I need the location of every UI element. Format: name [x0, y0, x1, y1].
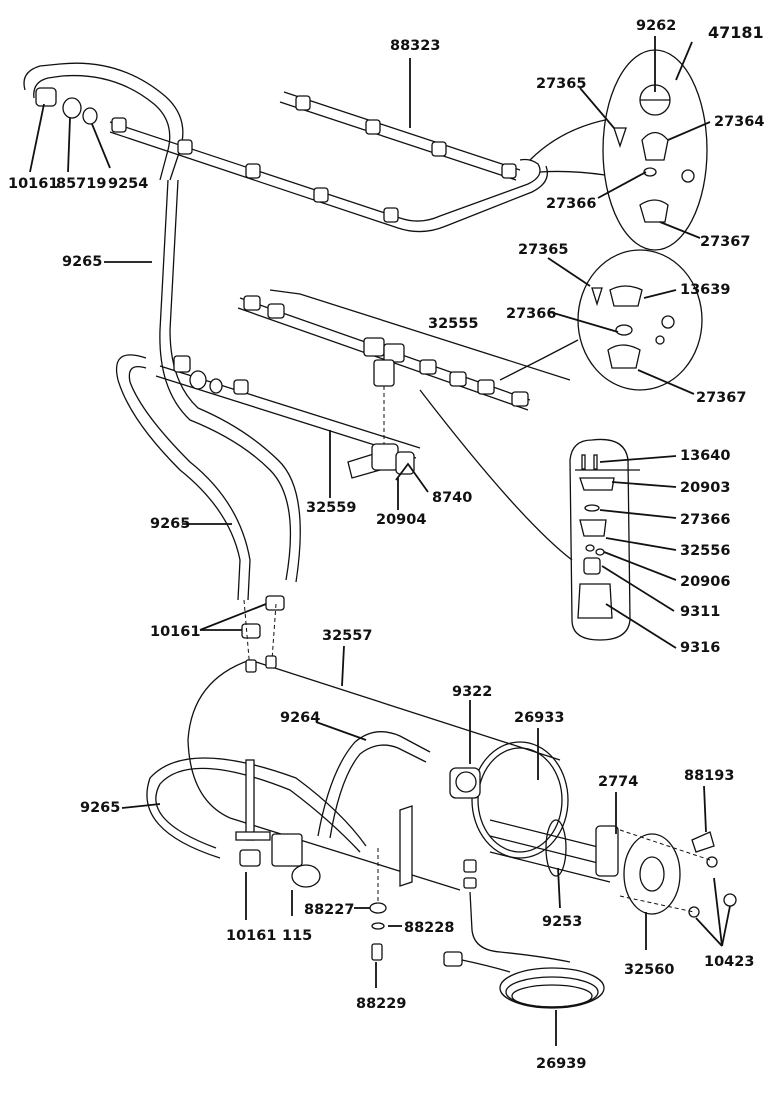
detail-balloon-top	[529, 49, 708, 251]
callout-88229: 88229	[356, 996, 406, 1012]
callout-27366-middle: 27366	[506, 306, 556, 322]
callout-27365-top: 27365	[536, 76, 586, 92]
callout-10161-middle: 10161	[150, 624, 200, 640]
callout-32555: 32555	[428, 316, 478, 332]
leader-lines	[29, 36, 731, 1046]
callout-27366-top: 27366	[546, 196, 596, 212]
callout-9322: 9322	[452, 684, 492, 700]
hoses	[116, 179, 421, 671]
callout-10161-lower: 10161	[226, 928, 276, 944]
callout-27364: 27364	[714, 114, 764, 130]
callout-27367-top: 27367	[700, 234, 750, 250]
callout-32557: 32557	[322, 628, 372, 644]
callout-9264: 9264	[280, 710, 320, 726]
callout-13640: 13640	[680, 448, 730, 464]
callout-9265-middle: 9265	[150, 516, 190, 532]
tank-heater-assembly	[146, 655, 737, 1009]
callout-88323: 88323	[390, 38, 440, 54]
callout-26939: 26939	[536, 1056, 586, 1072]
callout-20906: 20906	[680, 574, 730, 590]
callout-47181: 47181	[708, 23, 764, 42]
top-spray-bar	[23, 62, 549, 233]
callout-20903: 20903	[680, 480, 730, 496]
callout-32556: 32556	[680, 543, 730, 559]
callout-27365-middle: 27365	[518, 242, 568, 258]
callout-27367-middle: 27367	[696, 390, 746, 406]
callout-10423: 10423	[704, 954, 754, 970]
callout-2774: 2774	[598, 774, 638, 790]
callout-labels: 88323 9262 47181 27365 27364 10161 85719…	[8, 18, 764, 1072]
callout-32559: 32559	[306, 500, 356, 516]
callout-8740: 8740	[432, 490, 472, 506]
callout-9311: 9311	[680, 604, 720, 620]
callout-9316: 9316	[680, 640, 720, 656]
callout-32560: 32560	[624, 962, 674, 978]
callout-9265-lower: 9265	[80, 800, 120, 816]
callout-88193: 88193	[684, 768, 734, 784]
detail-balloon-middle	[499, 249, 703, 391]
middle-spray-bar	[237, 289, 571, 445]
callout-13639: 13639	[680, 282, 730, 298]
callout-88228: 88228	[404, 920, 454, 936]
callout-88227: 88227	[304, 902, 354, 918]
callout-27366-nozzle: 27366	[680, 512, 730, 528]
callout-9262: 9262	[636, 18, 676, 34]
callout-85719: 85719	[56, 176, 106, 192]
callout-10161-top: 10161	[8, 176, 58, 192]
callout-26933: 26933	[514, 710, 564, 726]
callout-9253: 9253	[542, 914, 582, 930]
callout-9265-upper: 9265	[62, 254, 102, 270]
callout-20904: 20904	[376, 512, 426, 528]
callout-115: 115	[282, 928, 312, 944]
callout-9254: 9254	[108, 176, 148, 192]
detail-balloon-nozzle	[419, 389, 640, 641]
